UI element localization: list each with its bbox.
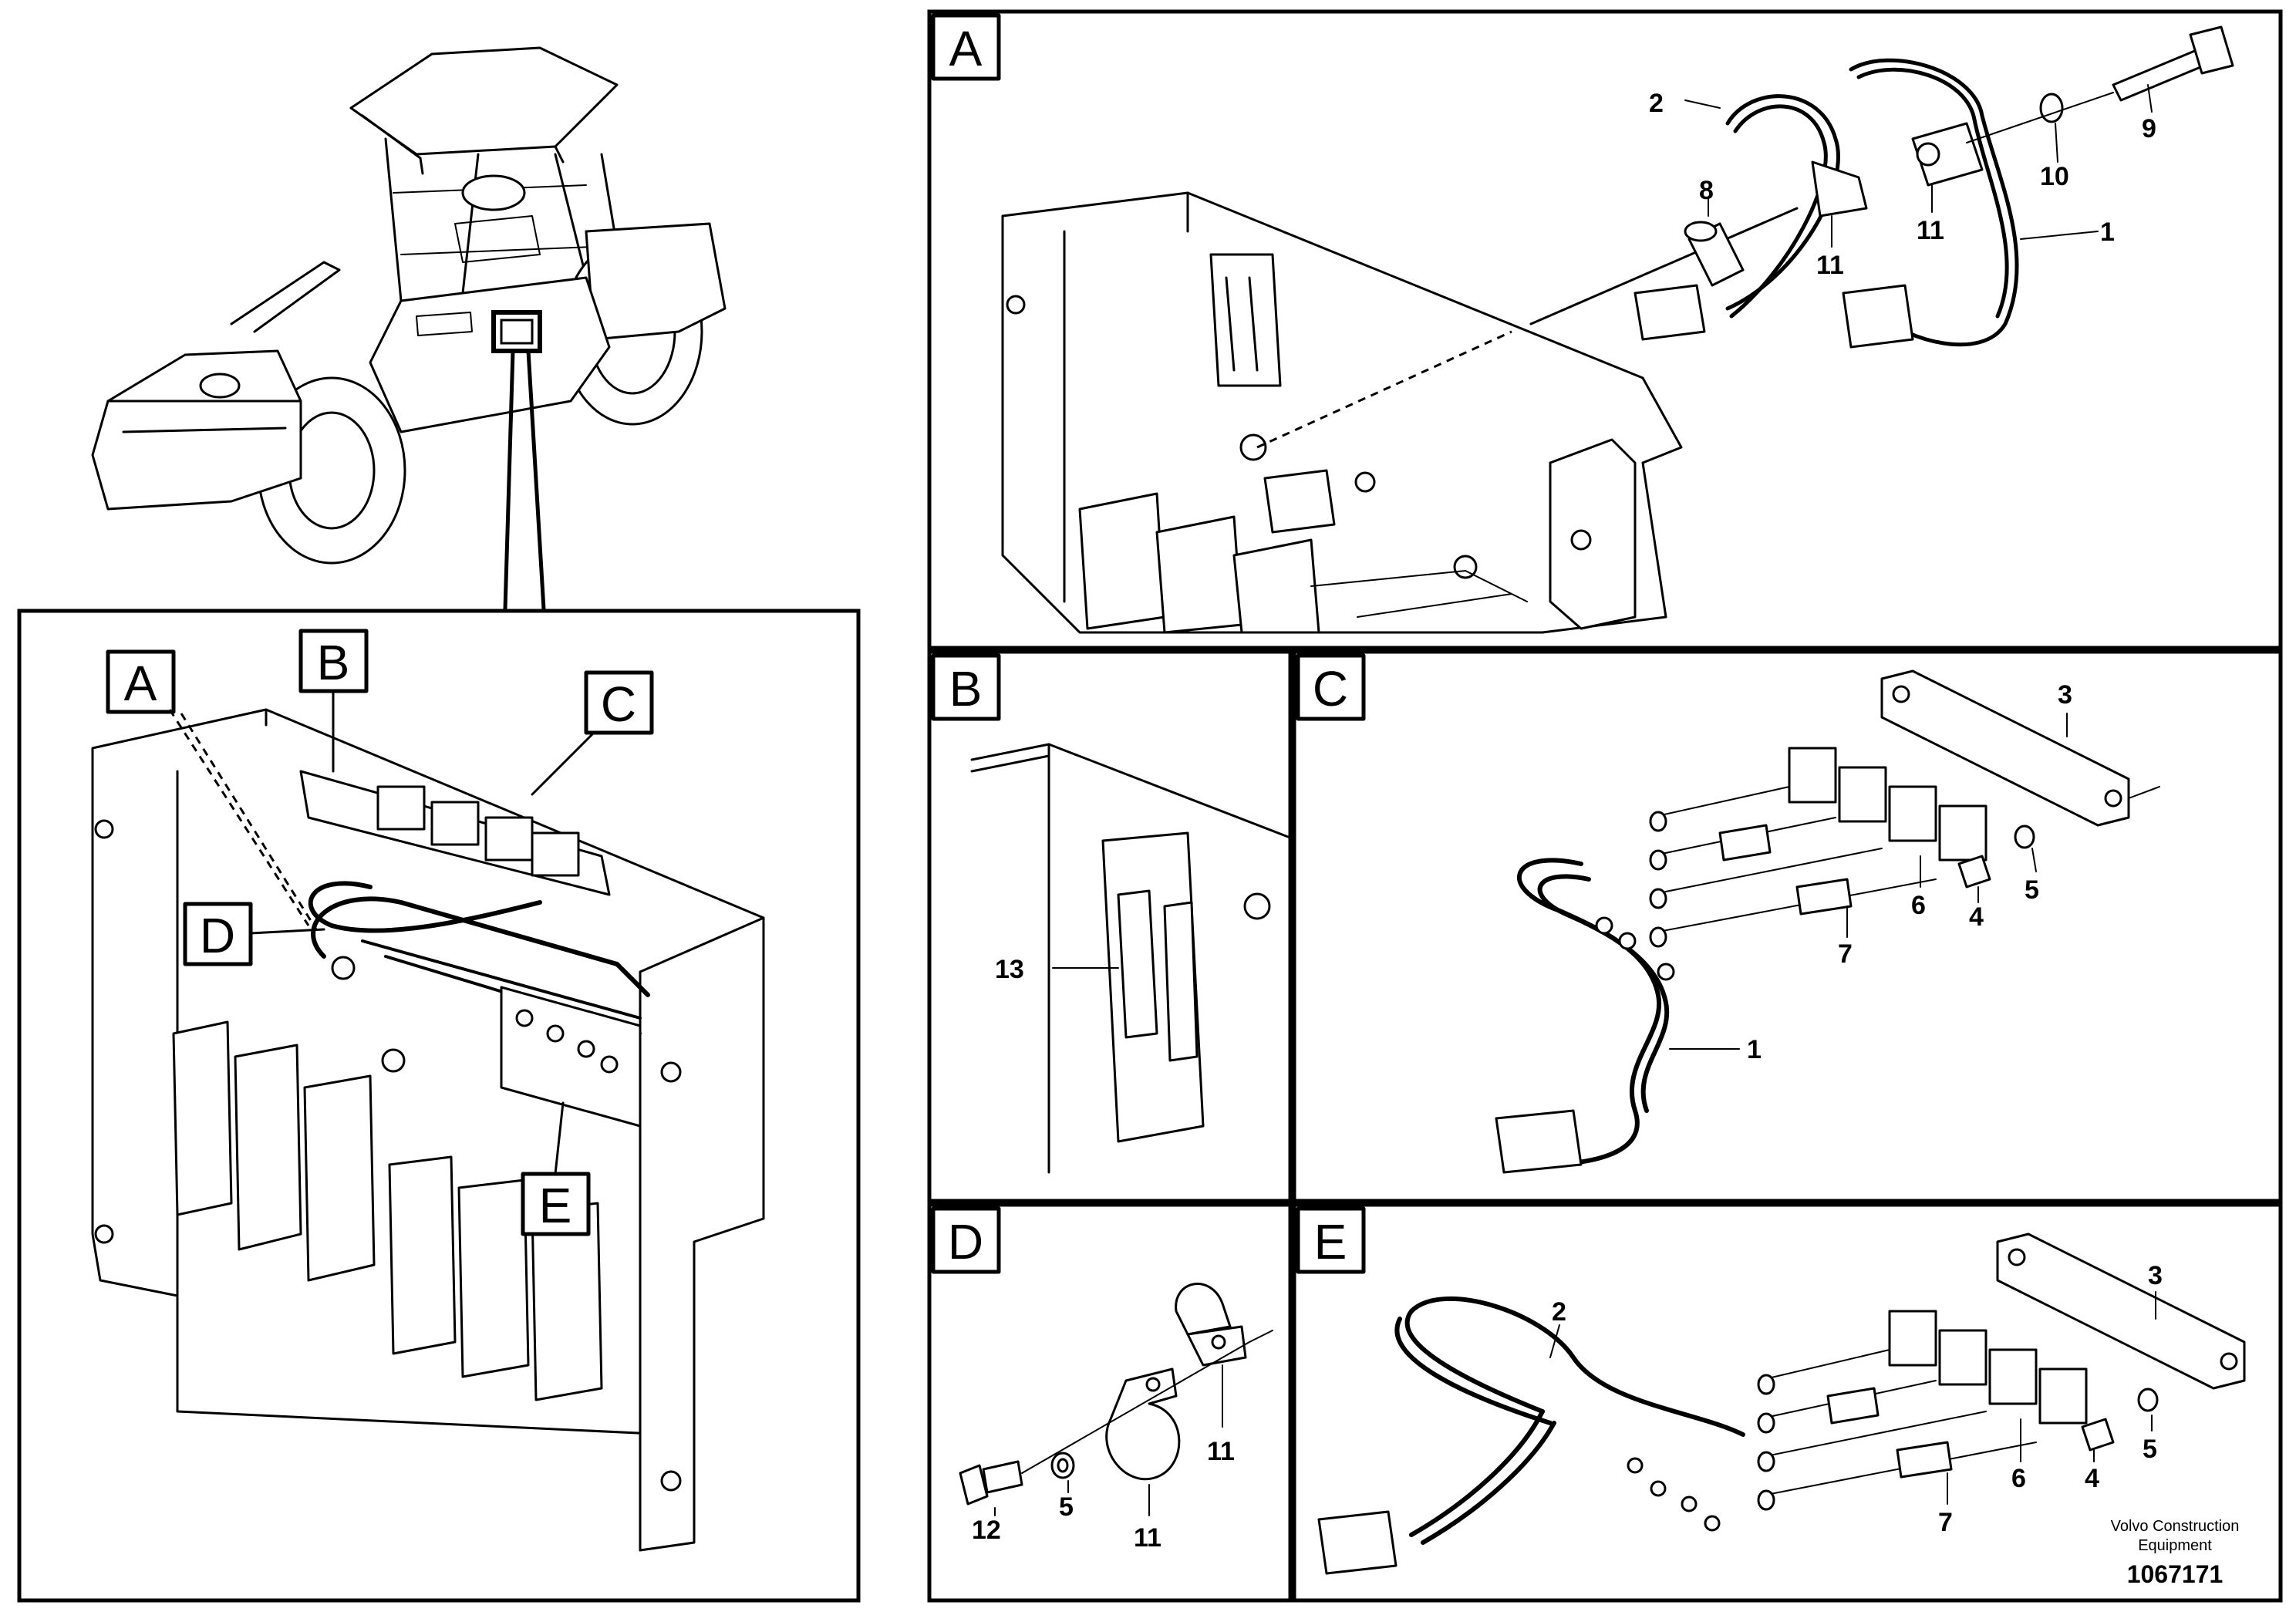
section-E: E (1292, 1202, 2283, 1603)
section-A-part-9: 9 (2142, 114, 2156, 143)
machine-overview (91, 46, 727, 565)
section-B-title: B (949, 661, 983, 717)
section-E-part-3: 3 (2148, 1261, 2163, 1290)
callout-A-label: A (124, 656, 157, 711)
callout-C: C (531, 670, 654, 796)
main-detail-frame (17, 609, 861, 1603)
section-B-part-13: 13 (995, 955, 1024, 984)
section-D-part-11-lower: 11 (1134, 1523, 1161, 1553)
callout-C-label: C (601, 676, 636, 732)
section-E-part-6: 6 (2011, 1464, 2026, 1493)
footer-company-line1: Volvo Construction (2111, 1518, 2240, 1535)
section-A-part-2: 2 (1649, 89, 1664, 118)
section-C: C 3 7 (1292, 649, 2283, 1203)
section-E-part-7: 7 (1938, 1508, 1953, 1537)
callout-D: D (183, 902, 325, 966)
section-A-part-10: 10 (2040, 162, 2069, 191)
section-D-part-12: 12 (972, 1516, 1001, 1545)
section-C-part-5: 5 (2025, 875, 2039, 905)
callout-B-label: B (317, 635, 350, 690)
electrical-box-drawing (91, 708, 765, 1552)
callout-E: E (521, 1101, 591, 1236)
section-C-title: C (1313, 661, 1348, 717)
section-C-part-6: 6 (1911, 891, 1926, 920)
section-C-part-3: 3 (2058, 680, 2072, 710)
section-C-part-7: 7 (1838, 939, 1853, 969)
section-D-title: D (948, 1214, 983, 1270)
section-D: D 12 5 11 11 (927, 1202, 1293, 1603)
footer-company-line2: Equipment (2138, 1537, 2212, 1554)
callout-D-label: D (200, 908, 235, 963)
section-E-title: E (1314, 1214, 1347, 1270)
section-A: A (927, 9, 2283, 650)
callout-B: B (298, 629, 369, 773)
section-B: B 13 (927, 649, 1293, 1203)
section-C-part-1: 1 (1747, 1035, 1762, 1064)
callout-E-label: E (539, 1178, 572, 1233)
section-A-part-1: 1 (2100, 218, 2115, 247)
section-E-part-4: 4 (2085, 1464, 2099, 1493)
section-D-part-5: 5 (1059, 1492, 1074, 1522)
section-C-part-4: 4 (1969, 902, 1984, 932)
section-E-part-5: 5 (2143, 1435, 2157, 1464)
section-A-title: A (949, 21, 983, 76)
callout-A: A (106, 649, 318, 930)
section-A-part-11-right: 11 (1917, 216, 1944, 245)
section-E-part-2: 2 (1552, 1297, 1566, 1327)
section-A-part-8: 8 (1699, 176, 1714, 205)
footer-document-number: 1067171 (2127, 1560, 2224, 1588)
section-D-part-11-upper: 11 (1207, 1437, 1235, 1466)
overview-leader (503, 349, 546, 612)
section-A-part-11-left: 11 (1816, 251, 1844, 280)
